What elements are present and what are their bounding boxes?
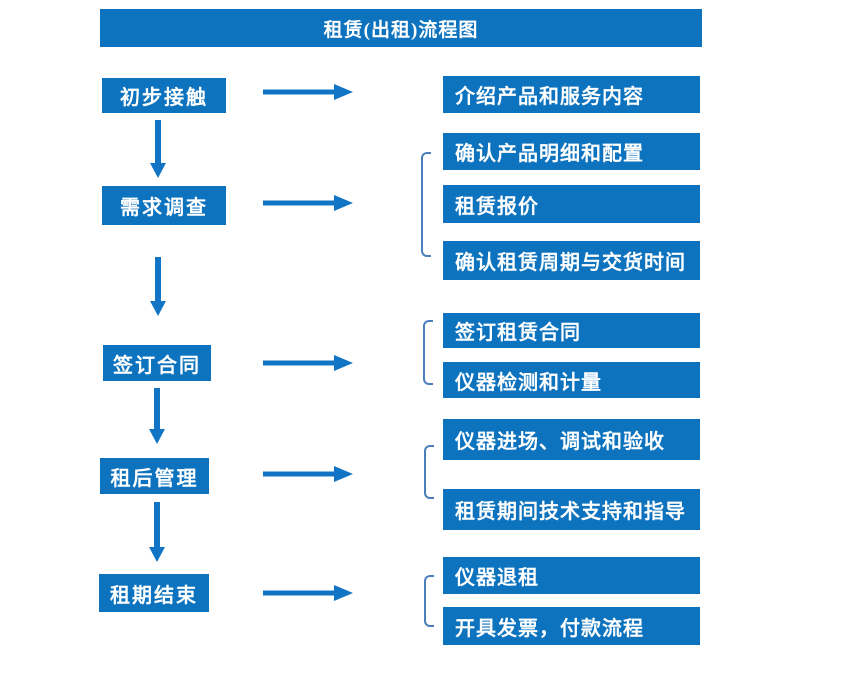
step-box-rental-end: 租期结束 [99, 574, 209, 612]
detail-box-tech-support-guidance: 租赁期间技术支持和指导 [443, 489, 700, 530]
down-arrow-icon-3 [149, 388, 165, 444]
right-arrow-icon-3 [263, 355, 353, 371]
down-arrow-icon-1 [150, 120, 166, 178]
detail-box-instrument-test-measure: 仪器检测和计量 [443, 362, 700, 398]
detail-box-instrument-setup-acceptance: 仪器进场、调试和验收 [443, 419, 700, 460]
right-arrow-icon-2 [263, 195, 353, 211]
down-arrow-icon-4 [149, 502, 165, 562]
detail-box-confirm-period-delivery: 确认租赁周期与交货时间 [443, 241, 700, 280]
detail-box-sign-rental-contract: 签订租赁合同 [443, 313, 700, 348]
detail-box-introduce-products: 介绍产品和服务内容 [443, 76, 700, 113]
step-box-demand-survey: 需求调查 [102, 186, 226, 225]
right-arrow-icon-4 [263, 466, 353, 482]
detail-box-invoice-payment: 开具发票，付款流程 [443, 607, 700, 645]
step-box-sign-contract: 签订合同 [103, 345, 211, 381]
group-bracket-rental-end [424, 575, 434, 627]
group-bracket-post-rental [424, 445, 434, 499]
title-bar: 租赁(出租)流程图 [100, 9, 702, 47]
group-bracket-sign-contract [423, 320, 433, 385]
detail-box-instrument-return: 仪器退租 [443, 557, 700, 594]
group-bracket-demand-survey [421, 152, 431, 257]
page-title: 租赁(出租)流程图 [323, 19, 479, 41]
down-arrow-icon-2 [150, 257, 166, 316]
step-box-post-rental-management: 租后管理 [100, 458, 209, 494]
right-arrow-icon-1 [263, 84, 353, 100]
right-arrow-icon-5 [263, 585, 353, 601]
detail-box-rental-quote: 租赁报价 [443, 185, 700, 223]
detail-box-confirm-product-config: 确认产品明细和配置 [443, 133, 700, 170]
step-box-initial-contact: 初步接触 [102, 78, 226, 113]
